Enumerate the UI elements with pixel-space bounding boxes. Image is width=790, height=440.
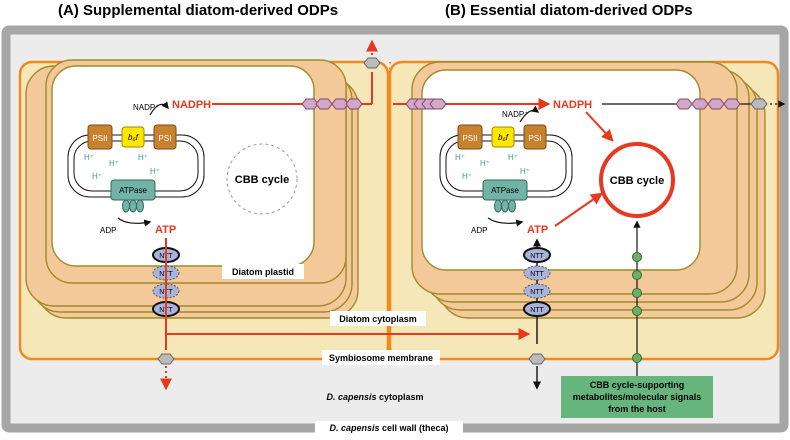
proton-label: H⁺	[92, 172, 102, 181]
cbb-cycle-b	[599, 142, 675, 218]
ntt-label: NTT	[530, 253, 544, 260]
proton-label: H⁺	[138, 153, 148, 162]
plastid-a	[25, 59, 359, 319]
cell-wall-label: D. capensis cell wall (theca)	[329, 423, 448, 433]
proton-label: H⁺	[455, 153, 465, 162]
adp-to-atp-arrow-a	[117, 217, 152, 227]
atpase-label-a: ATPase	[119, 186, 147, 195]
ntt-label: NTT	[530, 271, 544, 278]
proton-label: H⁺	[109, 159, 119, 168]
b6f-complex-b	[491, 126, 515, 148]
symbiosome-transporter-top-a	[363, 57, 381, 69]
cell-wall-label-bg	[315, 421, 463, 434]
atp-label-a: ATP	[155, 224, 176, 236]
nadp-to-nadph-arrow-a	[149, 101, 169, 116]
psi-label-b: PSI	[529, 134, 542, 143]
nadph-transporters-b	[405, 98, 447, 110]
psi-complex-b	[523, 124, 547, 150]
nadp-to-nadph-arrow-b	[519, 105, 540, 123]
cbb-cycle-label-b: CBB cycle	[610, 175, 664, 187]
symbiosome-membrane-label-bg	[322, 350, 440, 365]
protons-b: H⁺ H⁺ H⁺ H⁺ H⁺	[455, 153, 530, 181]
nadph-label-b: NADPH	[553, 99, 592, 111]
b6f-label-a: b₆f	[128, 133, 139, 142]
adp-label-a: ADP	[100, 226, 116, 235]
atpase-rotor-b	[494, 199, 516, 213]
symbiosome-membrane-label: Symbiosome membrane	[329, 353, 433, 363]
ntt-b-4	[523, 301, 551, 317]
host-signal-box-line-1: CBB cycle-supporting	[590, 380, 685, 390]
nadp-label-b: NADP⁺	[502, 110, 528, 119]
nadph-label-a: NADPH	[172, 99, 211, 111]
protons-a: H⁺ H⁺ H⁺ H⁺ H⁺	[84, 153, 160, 181]
host-signal-box-line-2: metabolites/molecular signals	[573, 392, 702, 402]
symbiosome-transporter-top-b	[750, 98, 768, 110]
cbb-cycle-a	[226, 143, 298, 215]
host-cytoplasm-label: D. capensis cytoplasm	[326, 392, 423, 402]
diatom-plastid-label-bg	[222, 264, 304, 279]
proton-label: H⁺	[520, 167, 530, 176]
cbb-cycle-label-a: CBB cycle	[235, 174, 289, 186]
diatom-cytoplasm-label: Diatom cytoplasm	[339, 314, 417, 324]
b6f-label-b: b₆f	[498, 133, 509, 142]
nadph-export-transporters-b	[675, 98, 741, 110]
proton-label: H⁺	[150, 167, 160, 176]
ntt-b-3	[523, 283, 551, 299]
panel-b-title: (B) Essential diatom-derived ODPs	[445, 2, 693, 19]
psi-label-a: PSI	[159, 134, 172, 143]
host-signal-transporters	[632, 252, 642, 363]
proton-label: H⁺	[480, 159, 490, 168]
atpase-label-b: ATPase	[491, 186, 519, 195]
nadph-transporters-a	[301, 98, 363, 110]
atp-label-b: ATP	[527, 224, 548, 236]
proton-label: H⁺	[462, 172, 472, 181]
panel-a-title: (A) Supplemental diatom-derived ODPs	[58, 2, 338, 19]
proton-label: H⁺	[84, 153, 94, 162]
atp-to-cbb-arrow-b	[554, 192, 603, 227]
diatom-cytoplasm-label-bg	[330, 311, 426, 326]
psii-label-b: PSII	[462, 134, 477, 143]
symbiosome-transporter-bottom-b	[528, 353, 546, 365]
adp-to-atp-arrow-b	[487, 217, 524, 227]
proton-label: H⁺	[508, 153, 518, 162]
nadp-label-a: NADP⁺	[133, 103, 159, 112]
atpase-rotor-a	[122, 199, 144, 213]
adp-label-b: ADP	[471, 226, 487, 235]
psi-complex-a	[153, 124, 177, 150]
psii-complex-b	[457, 124, 483, 150]
nadph-to-cbb-arrow-b	[585, 111, 614, 142]
ntt-b-2	[523, 265, 551, 281]
symbiosome-transporter-bottom-a	[157, 353, 175, 365]
ntt-label: NTT	[530, 307, 544, 314]
ntt-label: NTT	[530, 289, 544, 296]
psii-label-a: PSII	[92, 134, 107, 143]
ntt-b-1	[523, 247, 551, 263]
b6f-complex-a	[121, 126, 145, 148]
host-signal-box	[561, 376, 713, 418]
psii-complex-a	[87, 124, 113, 150]
diatom-plastid-label: Diatom plastid	[232, 267, 294, 277]
host-signal-box-line-3: from the host	[608, 404, 666, 414]
